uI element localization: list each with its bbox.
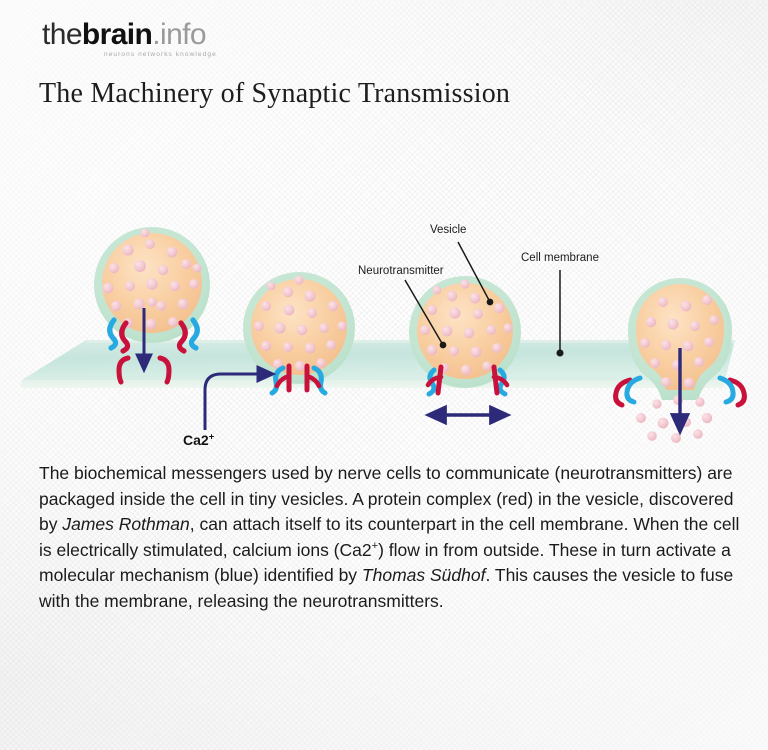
body-part-4: . This causes the vesicle to fuse with t… — [39, 565, 734, 611]
site-logo[interactable]: thebrain.info neurons networks knowledge — [42, 20, 302, 66]
synaptic-transmission-diagram — [0, 180, 768, 460]
leader-cellmembrane-dot — [556, 349, 564, 357]
body-part-3: ) flow in from outside. These in turn ac… — [39, 539, 731, 586]
scientist-name-rothman: James Rothman — [62, 514, 190, 535]
leader-neurotransmitter — [404, 279, 444, 346]
label-cell-membrane: Cell membrane — [521, 252, 599, 264]
stage-4-fused-vesicle — [613, 278, 747, 443]
neurotransmitter-dots-1 — [102, 228, 202, 330]
scientist-name-sudhof: Thomas Südhof — [361, 565, 486, 586]
membrane-protein-receptors-1 — [116, 355, 172, 385]
logo-info: info — [160, 18, 207, 51]
body-part-1: The biochemical messengers used by nerve… — [39, 463, 734, 535]
stage-3-docked-vesicle — [409, 276, 521, 426]
calcium-ion-text: Ca2 — [183, 432, 209, 448]
body-part-2: , can attach itself to its counterpart i… — [39, 514, 740, 560]
label-leader-lines — [404, 241, 564, 357]
page-title: The Machinery of Synaptic Transmission — [39, 78, 511, 109]
leader-vesicle-dot — [486, 298, 494, 306]
leader-vesicle — [457, 241, 491, 303]
label-vesicle: Vesicle — [430, 224, 467, 236]
logo-the: the — [42, 18, 83, 51]
logo-wordmark: thebrain.info — [42, 20, 302, 50]
neurotransmitter-dots-3 — [420, 279, 513, 376]
leader-neurotransmitter-dot — [439, 341, 447, 349]
calcium-charge-inline: + — [371, 539, 379, 552]
label-calcium-ion: Ca2+ — [183, 432, 214, 448]
neurotransmitter-dots-4 — [636, 295, 719, 443]
stage-1-free-vesicle — [94, 227, 210, 385]
vesicle-protein-complex-3 — [425, 364, 510, 397]
logo-brain: brain — [81, 18, 153, 51]
logo-dot: . — [152, 18, 161, 51]
vesicle-protein-complex-1 — [107, 317, 200, 354]
neurotransmitter-dots-2 — [254, 275, 347, 372]
vesicle-protein-complex-2 — [269, 363, 328, 396]
label-neurotransmitter: Neurotransmitter — [358, 265, 444, 277]
logo-tagline: neurons networks knowledge — [104, 51, 217, 58]
vesicle-protein-complex-4 — [613, 375, 747, 408]
calcium-ion-charge: + — [208, 431, 215, 443]
article-body: The biochemical messengers used by nerve… — [39, 461, 745, 615]
arrow-calcium-influx — [203, 365, 277, 430]
stage-2-docking-vesicle — [203, 272, 355, 430]
